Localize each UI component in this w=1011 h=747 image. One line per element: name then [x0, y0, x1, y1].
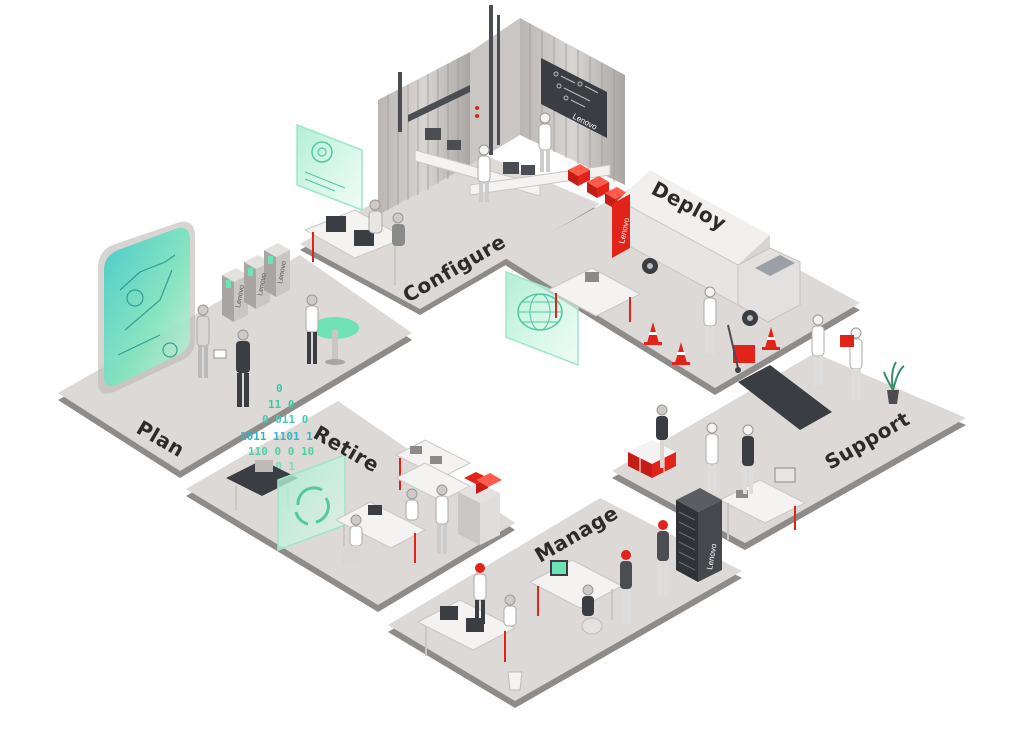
deploy-ramp: [738, 365, 832, 430]
deploy-hand-truck: [727, 324, 755, 373]
retire-recycle-bin: [458, 472, 502, 545]
manage-waste-bin: [507, 671, 523, 691]
plan-hologram-board: [98, 221, 195, 394]
binary-line-2: 11 0: [268, 398, 295, 411]
rack-brand-3: Lenovo: [277, 260, 288, 284]
person-manage-2: [503, 594, 517, 627]
person-plan-2: [213, 329, 250, 407]
person-manage-5: [657, 520, 669, 595]
retire-desk: [334, 501, 427, 563]
retire-shelves: [394, 439, 472, 502]
plan-server-racks: Lenovo Lenovo Lenovo: [222, 243, 290, 322]
binary-line-1: 0: [276, 382, 283, 395]
person-support-2: [705, 422, 719, 494]
person-deploy-3: [840, 327, 863, 401]
manage-desk-front: [416, 599, 517, 662]
person-support-3: [742, 424, 754, 494]
retire-recycle-hologram: [277, 453, 346, 552]
person-deploy-2: [811, 314, 825, 386]
person-plan-3: [305, 294, 319, 364]
rack-brand-2: Lenovo: [257, 272, 268, 296]
platform-retire: [186, 401, 515, 612]
person-retire-1: [435, 484, 449, 554]
plan-round-table: [311, 317, 359, 365]
person-manage-1: [473, 563, 487, 624]
support-plant: [883, 361, 905, 404]
deploy-people: [703, 286, 863, 401]
configure-hologram: [296, 123, 363, 212]
support-people: [656, 404, 754, 494]
person-configure-4: [392, 212, 405, 246]
plan-people: [196, 294, 319, 407]
person-configure-1: [477, 144, 491, 202]
platform-plan: [58, 255, 412, 478]
rack-brand-1: Lenovo: [235, 284, 246, 308]
retire-people: [342, 484, 449, 564]
binary-stream: 0 11 0 0 011 0 1011 1101 1 110 0 0 10 1 …: [240, 382, 314, 473]
deploy-traffic-cones: [644, 322, 780, 365]
deploy-truck: Lenovo: [612, 170, 801, 326]
manage-desk-center: [528, 559, 624, 620]
person-configure-3: [368, 199, 383, 234]
manage-server-rack: Lenovo: [676, 488, 722, 582]
person-retire-3: [405, 488, 419, 521]
person-deploy-1: [703, 286, 717, 354]
person-support-1: [656, 404, 668, 468]
binary-line-5: 110 0 0 10: [248, 445, 314, 458]
deploy-desk: [546, 267, 642, 322]
binary-line-3: 0 011 0: [262, 413, 308, 426]
person-manage-4: [620, 550, 632, 623]
person-plan-1: [196, 304, 210, 378]
person-retire-2: [342, 514, 363, 564]
manage-people: [473, 520, 669, 635]
person-configure-2: [538, 112, 552, 172]
binary-line-4: 1011 1101 1: [240, 430, 313, 443]
person-manage-3: [581, 584, 603, 635]
configure-people: [368, 112, 552, 246]
